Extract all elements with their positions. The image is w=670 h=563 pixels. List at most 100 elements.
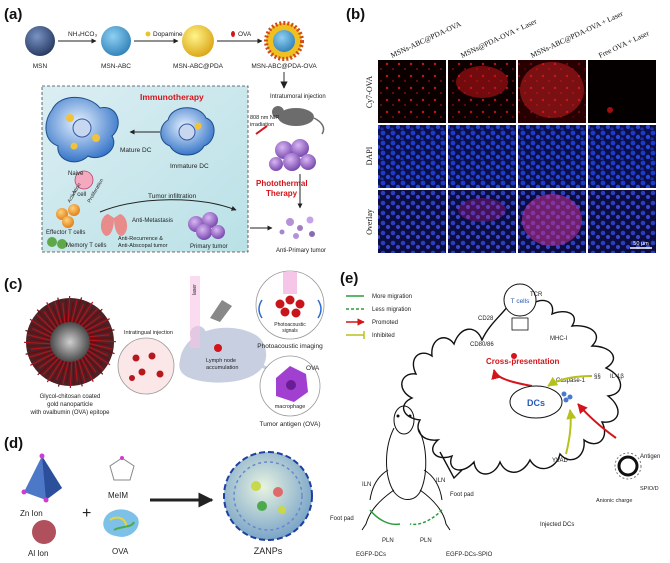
np-spike	[79, 308, 94, 326]
ova-label: OVA	[306, 365, 320, 372]
laser-label: laser	[192, 284, 198, 295]
inset-laser	[283, 272, 297, 294]
memory-label: Memory T cells	[66, 243, 106, 249]
mouse-icon	[272, 106, 325, 135]
photoacoustic-imaging-label: Photoacoustic imaging	[257, 343, 323, 350]
reagent-ova: OVA	[238, 31, 252, 38]
arrow-yvad-inhibit	[565, 409, 577, 455]
np-spike	[62, 302, 66, 323]
np-dot	[129, 375, 135, 381]
panel-c-label: (c)	[4, 276, 22, 293]
img-cy7-col1	[378, 60, 446, 123]
cross-presentation-label: Cross-presentation	[486, 357, 559, 366]
signal-wave-icon	[258, 299, 263, 319]
zn-label: Zn Ion	[20, 509, 43, 518]
mature-dc	[45, 96, 119, 163]
al-ion-sphere	[32, 520, 56, 544]
np-label-3: with ovalbumin (OVA) epitope	[30, 410, 111, 416]
legend-more-migration: More migration	[372, 294, 412, 300]
panel-d: (d) Zn Ion Al Ion + MeIM OVA ZANPs	[4, 435, 313, 558]
arrow-injected	[439, 451, 463, 480]
ova-drop-icon	[231, 31, 235, 37]
img-cy7-col3-texture	[518, 60, 586, 123]
step-msn-abc: MSN-ABC	[101, 63, 131, 70]
np-spike	[43, 311, 57, 329]
np-label-2: gold nanoparticle	[47, 402, 93, 408]
caspase-dot	[563, 397, 569, 403]
overlay-col2-signal	[458, 198, 506, 222]
tumor-infiltration-label: Tumor infiltration	[148, 193, 197, 200]
cd80-label: CD80/86	[470, 342, 494, 348]
img-overlay-col4	[588, 190, 656, 253]
np-spike	[62, 361, 69, 385]
melm-label: MeIM	[108, 491, 128, 500]
injection-label: Intratingual injection	[124, 330, 173, 336]
mouse-eye	[396, 414, 400, 418]
anionic-label: Anionic charge	[596, 498, 632, 504]
msn-abc-pda-particle	[182, 25, 214, 57]
caspase-dot	[567, 394, 573, 400]
panel-e-label: (e)	[340, 270, 358, 287]
scale-bar-label: 50 μm	[633, 241, 649, 247]
immunotherapy-title: Immunotherapy	[140, 92, 204, 102]
msn-core-icon	[273, 30, 295, 52]
intratumoral-label: Intratumoral injection	[270, 94, 326, 100]
legend-inhibited: Inhibited	[372, 333, 395, 339]
row-header-dapi: DAPI	[365, 146, 374, 165]
np-spike	[72, 361, 75, 385]
mhc-label: MHC-I	[550, 336, 568, 342]
np-spike	[87, 324, 107, 333]
spio-label: SPIO/D	[640, 486, 659, 492]
np-spike	[84, 354, 104, 375]
t-cells-label: T cells	[511, 298, 530, 305]
tumor-antigen-label: Tumor antigen (OVA)	[259, 421, 320, 428]
np-spike	[66, 361, 71, 382]
np-spike	[42, 357, 59, 376]
step-msn: MSN	[33, 63, 48, 70]
np-spike	[83, 315, 101, 329]
np-spike	[74, 361, 78, 382]
laser-bolt-icon	[255, 125, 268, 135]
effector-t-cells	[56, 204, 80, 228]
reagent-nh4hco3: NH₄HCO₃	[68, 31, 97, 38]
cd28-label: CD28	[478, 316, 494, 322]
lymph-node-dot	[214, 344, 222, 352]
iln-left-label: ILN	[362, 482, 371, 488]
np-spike	[30, 352, 54, 366]
np-spike	[36, 318, 54, 333]
np-spike	[69, 302, 74, 323]
np-spike	[76, 360, 83, 387]
np-spike	[88, 329, 115, 336]
egfp-left-label: EGFP-DCs	[356, 552, 386, 558]
panel-d-label: (d)	[4, 435, 23, 452]
step-msn-abc-pda: MSN-ABC@PDA	[173, 63, 224, 70]
np-spike	[85, 316, 106, 330]
np-dot	[156, 370, 164, 378]
np-spike	[80, 358, 94, 382]
migration-path-left	[369, 509, 401, 526]
np-spike	[89, 341, 110, 346]
col-header-2: MSNs@PDA-OVA + Laser	[459, 16, 539, 59]
effector-label: Effector T cells	[46, 230, 85, 236]
dcs-label: DCs	[527, 398, 545, 408]
np-spike	[89, 339, 117, 343]
np-spike	[36, 314, 55, 331]
immature-dc-label: Immature DC	[170, 163, 209, 170]
img-dapi-col1	[378, 125, 446, 188]
np-spike	[72, 297, 83, 323]
tumor-mass	[269, 139, 316, 171]
laser-beam	[190, 276, 200, 348]
np-spike	[25, 329, 51, 340]
photothermal-label-2: Therapy	[266, 189, 298, 198]
row-header-cy7: Cy7-OVA	[365, 76, 374, 109]
np-spike	[56, 361, 66, 380]
np-spike	[67, 295, 71, 323]
mouse-eye	[408, 414, 412, 418]
arrow-cross-presentation	[491, 369, 533, 387]
injection-vial	[117, 337, 175, 395]
primary-tumor-cluster	[188, 212, 225, 240]
np-dot	[148, 352, 156, 360]
lymph-label-2: accumulation	[206, 365, 238, 371]
injected-label: Injected DCs	[540, 522, 574, 528]
